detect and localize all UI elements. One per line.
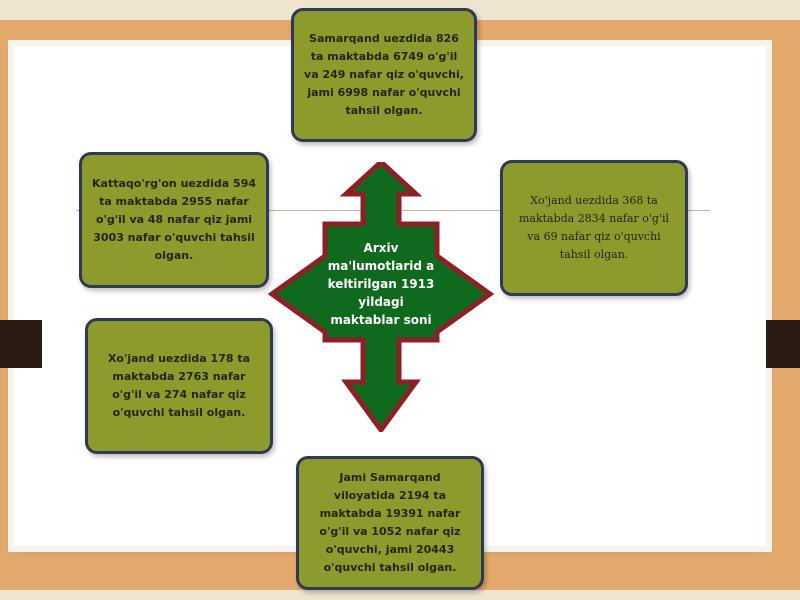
kattaqorgon-uezd-text: Kattaqo'rg'on uezdida 594 ta maktabda 29…: [92, 177, 256, 262]
samarqand-region-total-text: Jami Samarqand viloyatida 2194 ta maktab…: [319, 471, 461, 574]
samarqand-region-total-box: Jami Samarqand viloyatida 2194 ta maktab…: [296, 456, 484, 590]
right-uezd-box: Xo'jand uezdida 368 ta maktabda 2834 naf…: [500, 160, 688, 296]
right-uezd-text: Xo'jand uezdida 368 ta maktabda 2834 naf…: [518, 194, 670, 261]
right-tab-decoration: [766, 320, 800, 368]
kattaqorgon-uezd-box: Kattaqo'rg'on uezdida 594 ta maktabda 29…: [79, 152, 269, 288]
four-way-arrow: [268, 162, 495, 432]
left-tab-decoration: [0, 320, 42, 368]
samarqand-uezd-box: Samarqand uezdida 826 ta maktabda 6749 o…: [291, 8, 477, 142]
xojand-uezd-text: Xo'jand uezdida 178 ta maktabda 2763 naf…: [107, 352, 251, 419]
arrow-shape: [268, 162, 495, 432]
samarqand-uezd-text: Samarqand uezdida 826 ta maktabda 6749 o…: [304, 32, 464, 117]
center-title: Arxiv ma'lumotlarid a keltirilgan 1913 y…: [327, 241, 435, 327]
xojand-uezd-box: Xo'jand uezdida 178 ta maktabda 2763 naf…: [85, 318, 273, 454]
